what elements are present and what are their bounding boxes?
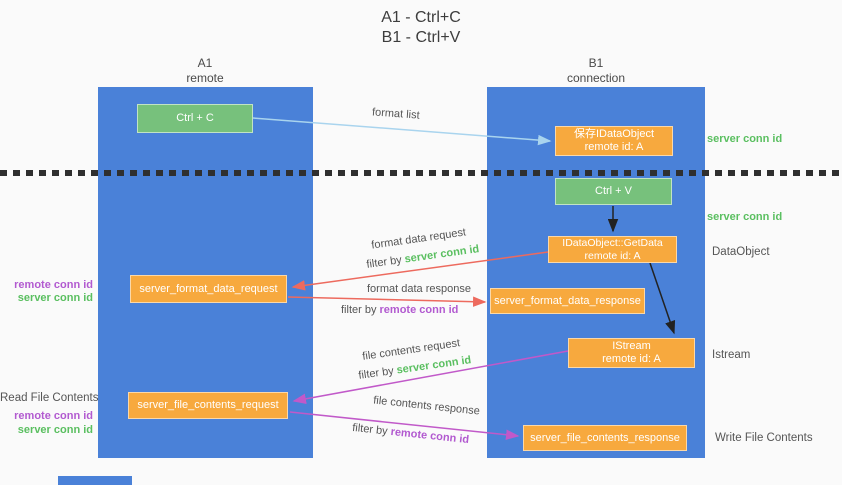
ctrl-c-label: Ctrl + C — [176, 112, 214, 124]
istream-annotation: Istream — [712, 349, 751, 361]
column-a1-name: A1 — [197, 56, 213, 70]
dotted-divider — [0, 170, 842, 176]
save-idataobject-line2: remote id: A — [584, 141, 644, 153]
save-idataobject-box: 保存IDataObject remote id: A — [555, 126, 673, 156]
ctrl-v-label: Ctrl + V — [595, 185, 632, 197]
filter-by-text: filter by — [341, 304, 377, 316]
remote-conn-id-key: remote conn id — [390, 425, 470, 447]
column-header-a1: A1 remote — [135, 56, 275, 86]
getdata-line1: IDataObject::GetData — [562, 236, 663, 249]
column-b1-name: B1 — [588, 56, 604, 70]
server-format-data-request-box: server_format_data_request — [130, 275, 287, 303]
column-a1-role: remote — [186, 71, 224, 85]
filter-by-text: filter by — [365, 254, 403, 271]
format-data-response-arrow — [287, 296, 487, 307]
istream-box: IStream remote id: A — [568, 338, 695, 368]
column-header-b1: B1 connection — [526, 56, 666, 86]
server-conn-id-annotation-top: server conn id — [707, 133, 783, 145]
server-conn-id-annotation-a: server conn id — [17, 292, 93, 304]
read-file-contents-annotation: Read File Contents — [0, 392, 99, 404]
save-idataobject-line1: 保存IDataObject — [573, 128, 655, 140]
ctrl-c-box: Ctrl + C — [137, 104, 253, 133]
remote-conn-id-annotation-b: remote conn id — [14, 410, 93, 422]
remote-conn-id-annotation-a: remote conn id — [14, 279, 93, 291]
file-contents-response-filter: filter by remote conn id — [352, 422, 470, 446]
server-format-data-response-label: server_format_data_response — [494, 294, 641, 307]
horizontal-scrollbar-thumb[interactable] — [58, 476, 132, 485]
getdata-box: IDataObject::GetData remote id: A — [548, 236, 677, 263]
file-contents-response-label: file contents response — [372, 394, 481, 418]
format-data-response-label: format data response — [367, 283, 471, 295]
server-format-data-request-label: server_format_data_request — [139, 282, 278, 295]
istream-line2: remote id: A — [602, 353, 661, 365]
server-file-contents-request-label: server_file_contents_request — [137, 399, 279, 411]
filter-by-text: filter by — [357, 365, 395, 382]
getdata-line2: remote id: A — [584, 249, 641, 262]
server-conn-id-annotation-mid: server conn id — [707, 211, 783, 223]
write-file-contents-annotation: Write File Contents — [715, 432, 813, 444]
format-data-response-filter: filter by remote conn id — [341, 304, 458, 316]
istream-line1: IStream — [612, 340, 651, 352]
ctrl-v-box: Ctrl + V — [555, 178, 672, 205]
server-file-contents-request-box: server_file_contents_request — [128, 392, 288, 419]
server-conn-id-annotation-b: server conn id — [17, 424, 93, 436]
server-file-contents-response-label: server_file_contents_response — [530, 431, 680, 444]
server-file-contents-response-box: server_file_contents_response — [523, 425, 687, 451]
format-list-label: format list — [371, 106, 421, 122]
column-b1-role: connection — [566, 71, 626, 85]
diagram-title: A1 - Ctrl+C B1 - Ctrl+V — [0, 8, 842, 48]
server-conn-id-key: server conn id — [395, 354, 473, 377]
dataobject-annotation: DataObject — [712, 246, 770, 258]
remote-conn-id-key: remote conn id — [379, 304, 459, 316]
server-conn-id-key: server conn id — [403, 243, 481, 266]
title-line-a1: A1 - Ctrl+C — [381, 9, 461, 26]
server-format-data-response-box: server_format_data_response — [490, 288, 645, 314]
filter-by-text: filter by — [351, 421, 389, 438]
title-line-b1: B1 - Ctrl+V — [381, 29, 461, 46]
